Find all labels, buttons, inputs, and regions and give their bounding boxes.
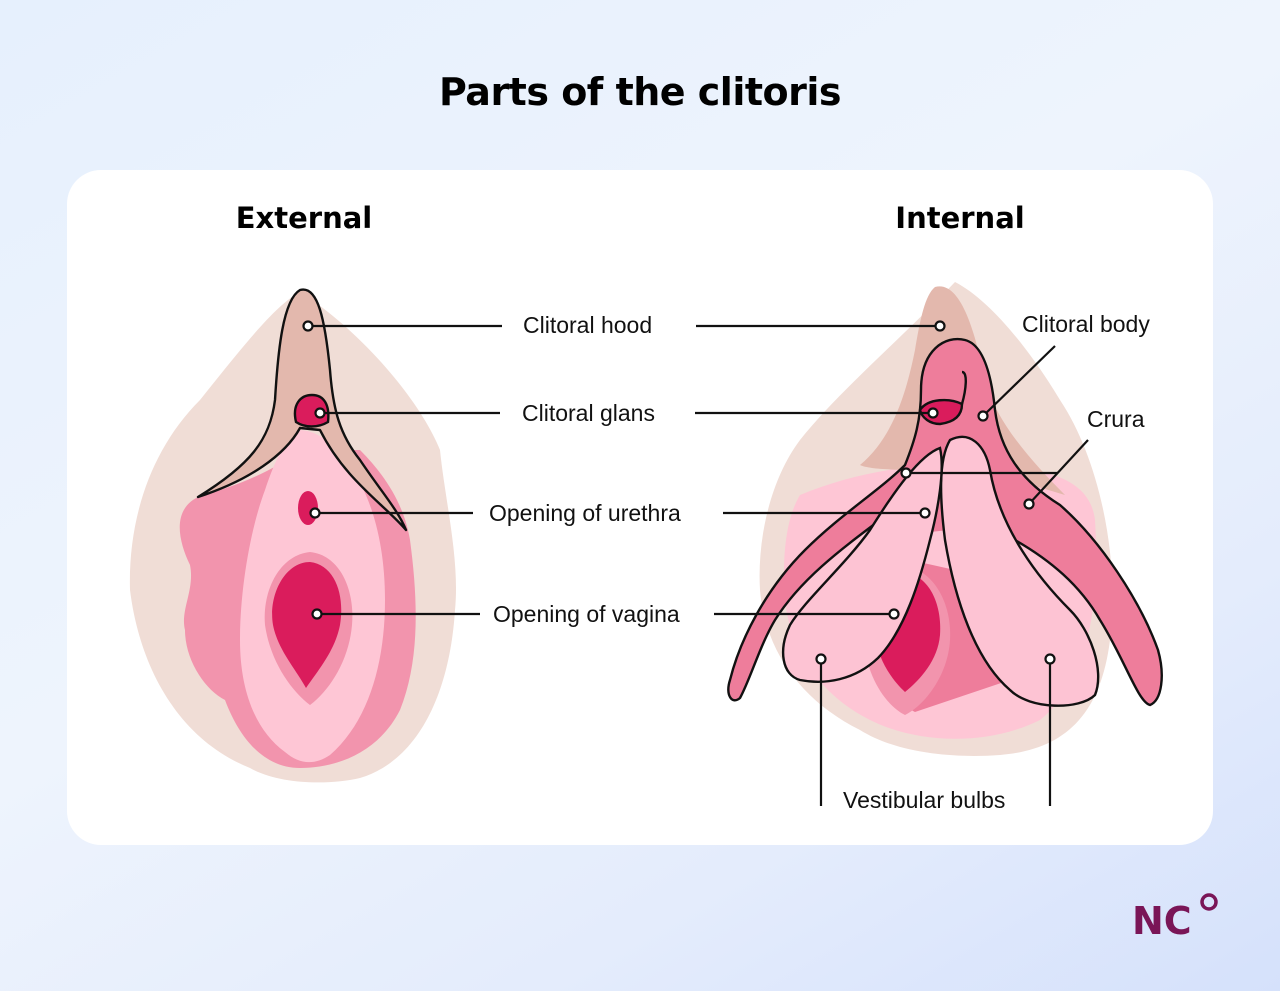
label-opening-vagina: Opening of vagina xyxy=(493,601,680,627)
page-title: Parts of the clitoris xyxy=(438,70,842,114)
label-opening-urethra: Opening of urethra xyxy=(489,500,681,526)
dot-markers xyxy=(302,320,1056,665)
dot-urethra-int xyxy=(919,507,931,519)
label-vestibular-bulbs: Vestibular bulbs xyxy=(843,787,1006,813)
internal-heading: Internal xyxy=(895,201,1025,235)
external-heading: External xyxy=(235,201,373,235)
dot-urethra-ext xyxy=(309,507,321,519)
dot-bulb-right xyxy=(1044,653,1056,665)
leader-crura xyxy=(1028,439,1089,505)
label-clitoral-body: Clitoral body xyxy=(1022,311,1150,337)
leader-clitoral-body xyxy=(982,345,1056,417)
internal-bulb-left xyxy=(782,446,943,683)
label-clitoral-hood: Clitoral hood xyxy=(523,312,653,338)
leader-lines xyxy=(308,324,1089,806)
external-illustration xyxy=(129,288,457,783)
dot-clitoral-glans-int xyxy=(927,407,939,419)
internal-glans-hood-curve xyxy=(960,370,967,405)
nc-logo: NC xyxy=(1130,890,1220,943)
internal-bulb-right xyxy=(939,435,1100,707)
dot-crura xyxy=(1023,498,1035,510)
external-glans-shape xyxy=(293,393,330,428)
dot-clitoral-hood-ext xyxy=(302,320,314,332)
dot-vagina-int xyxy=(888,608,900,620)
nc-logo-circle xyxy=(1200,893,1218,911)
label-crura: Crura xyxy=(1087,406,1145,432)
nc-logo-mark: NC xyxy=(1132,893,1218,943)
dot-clitoral-body xyxy=(977,410,989,422)
dot-clitoral-hood-int xyxy=(934,320,946,332)
internal-illustration xyxy=(727,282,1163,756)
nc-logo-text: NC xyxy=(1132,899,1192,940)
dot-vagina-ext xyxy=(311,608,323,620)
dot-clitoral-glans-ext xyxy=(314,407,326,419)
dot-crura-body xyxy=(900,467,912,479)
label-clitoral-glans: Clitoral glans xyxy=(522,400,655,426)
internal-glans-shape xyxy=(918,398,964,426)
dot-bulb-left xyxy=(815,653,827,665)
external-vagina-shape xyxy=(272,562,342,688)
